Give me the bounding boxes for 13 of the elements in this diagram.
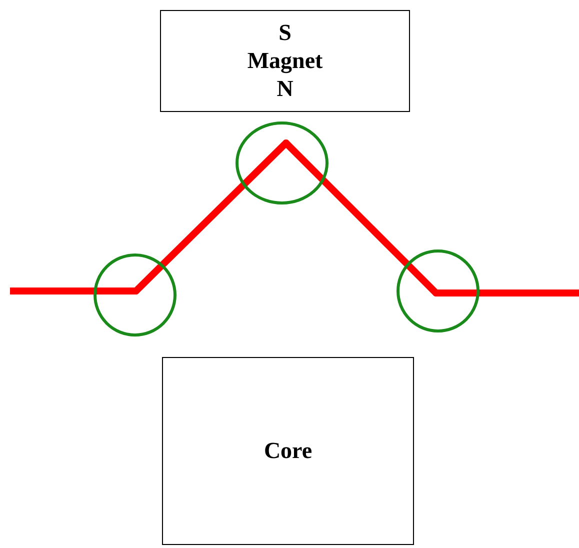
magnet-box bbox=[160, 10, 410, 112]
circle-marker bbox=[92, 252, 178, 338]
wire-segment bbox=[10, 288, 96, 294]
pole-label: N bbox=[276, 75, 294, 103]
wire-segment bbox=[320, 177, 410, 268]
pole-label: S bbox=[278, 19, 292, 47]
circle-marker bbox=[395, 248, 481, 334]
circle-marker bbox=[234, 120, 330, 206]
core-label: Core bbox=[264, 437, 312, 465]
wire-segment bbox=[159, 182, 246, 268]
core-box bbox=[162, 357, 414, 545]
wire-segment bbox=[478, 290, 579, 296]
magnet-label: Magnet bbox=[247, 47, 323, 75]
